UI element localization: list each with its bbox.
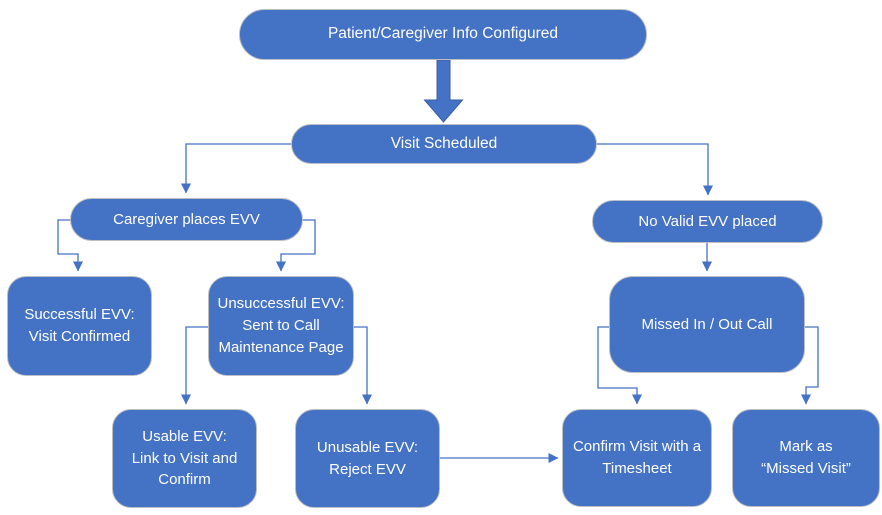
edge-missed-to-mark	[801, 326, 819, 405]
node-no-valid-evv-placed: No Valid EVV placed	[592, 200, 823, 243]
node-label: Successful EVV: Visit Confirmed	[24, 306, 135, 345]
node-mark-as-missed-visit: Mark as “Missed Visit”	[732, 409, 880, 507]
node-label: Missed In / Out Call	[641, 315, 773, 333]
node-label: Visit Scheduled	[390, 134, 498, 152]
node-unsuccessful-evv-call-maintenance: Unsuccessful EVV: Sent to Call Maintenan…	[208, 276, 354, 376]
edge-caregiver-to-unsuccessful	[276, 219, 316, 272]
block-arrow-patient-to-visit	[423, 59, 464, 123]
node-label: Confirm Visit with a Timesheet	[572, 438, 702, 477]
node-visit-scheduled: Visit Scheduled	[291, 124, 597, 164]
edge-missed-to-confirm	[597, 326, 642, 405]
node-caregiver-places-evv: Caregiver places EVV	[70, 198, 303, 241]
node-patient-caregiver-info-configured: Patient/Caregiver Info Configured	[239, 9, 647, 60]
node-usable-evv-link-to-visit: Usable EVV: Link to Visit and Confirm	[112, 409, 257, 508]
node-label: No Valid EVV placed	[638, 212, 777, 230]
edge-visit-to-novalid	[596, 143, 713, 196]
edge-unsuccessful-to-unusable	[354, 326, 372, 405]
edge-unsuccessful-to-usable	[181, 326, 208, 405]
node-label: Caregiver places EVV	[113, 210, 260, 228]
node-confirm-visit-with-timesheet: Confirm Visit with a Timesheet	[562, 409, 712, 507]
node-label: Unsuccessful EVV: Sent to Call Maintenan…	[217, 295, 345, 356]
node-missed-in-out-call: Missed In / Out Call	[609, 276, 805, 373]
node-label: Unusable EVV: Reject EVV	[316, 438, 419, 478]
edge-caregiver-to-successful	[57, 219, 83, 272]
node-label: Mark as “Missed Visit”	[761, 438, 851, 477]
node-label: Patient/Caregiver Info Configured	[327, 25, 559, 43]
node-successful-evv-visit-confirmed: Successful EVV: Visit Confirmed	[7, 276, 152, 376]
node-label: Usable EVV: Link to Visit and Confirm	[131, 427, 238, 489]
node-unusable-evv-reject: Unusable EVV: Reject EVV	[295, 409, 440, 508]
edge-visit-to-caregiver	[181, 143, 292, 194]
